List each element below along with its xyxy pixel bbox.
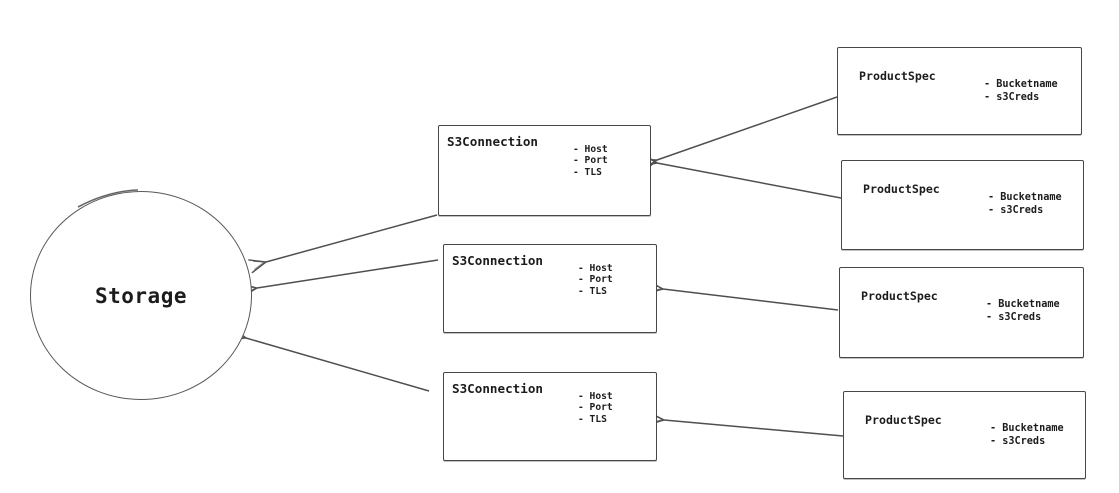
attribute-bucketname: - Bucketname [988, 192, 1062, 203]
s3-connection-node-1: S3Connection - Host - Port - TLS [438, 125, 651, 216]
product-spec-node-1: ProductSpec - Bucketname - s3Creds [837, 47, 1082, 135]
arrow-product-spec-4-to-s3-connection-3 [646, 411, 844, 437]
attribute-host: - Host [573, 144, 608, 155]
arrow-s3-connection-3-to-storage [228, 326, 430, 392]
attribute-s3creds: - s3Creds [984, 92, 1040, 103]
attribute-bucketname: - Bucketname [986, 299, 1060, 310]
storage-node-label: Storage [94, 283, 187, 308]
s3-connection-2-attributes: - Host - Port - TLS [578, 263, 613, 297]
attribute-bucketname: - Bucketname [990, 423, 1064, 434]
attribute-port: - Port [573, 155, 608, 167]
product-spec-node-3: ProductSpec - Bucketname - s3Creds [839, 267, 1084, 358]
attribute-port: - Port [578, 402, 613, 414]
attribute-tls: - TLS [578, 413, 607, 425]
attribute-s3creds: - s3Creds [988, 205, 1044, 216]
product-spec-1-title: ProductSpec [859, 69, 936, 83]
s3-connection-3-attributes: - Host - Port - TLS [578, 391, 613, 425]
product-spec-1-attributes: - Bucketname - s3Creds [984, 78, 1058, 104]
attribute-host: - Host [578, 391, 613, 402]
storage-node: Storage [30, 191, 252, 400]
product-spec-4-attributes: - Bucketname - s3Creds [990, 422, 1064, 448]
product-spec-4-title: ProductSpec [865, 413, 942, 427]
product-spec-3-title: ProductSpec [861, 289, 938, 303]
attribute-bucketname: - Bucketname [984, 79, 1058, 90]
arrow-s3-connection-1-to-storage [248, 214, 438, 274]
product-spec-3-attributes: - Bucketname - s3Creds [986, 298, 1060, 324]
product-spec-node-2: ProductSpec - Bucketname - s3Creds [841, 160, 1084, 250]
product-spec-2-title: ProductSpec [863, 182, 940, 196]
arrow-product-spec-3-to-s3-connection-2 [645, 279, 839, 311]
attribute-tls: - TLS [578, 285, 607, 297]
s3-connection-node-2: S3Connection - Host - Port - TLS [443, 244, 657, 333]
arrow-product-spec-1-to-s3-connection-1 [639, 96, 838, 173]
s3-connection-1-title: S3Connection [447, 134, 538, 149]
arrow-product-spec-2-to-s3-connection-1 [639, 152, 842, 199]
attribute-s3creds: - s3Creds [986, 312, 1042, 323]
attribute-tls: - TLS [573, 166, 602, 178]
attribute-s3creds: - s3Creds [990, 436, 1046, 447]
attribute-host: - Host [578, 263, 613, 274]
s3-connection-1-attributes: - Host - Port - TLS [573, 144, 608, 178]
arrow-s3-connection-2-to-storage [239, 259, 439, 298]
s3-connection-node-3: S3Connection - Host - Port - TLS [443, 372, 657, 461]
product-spec-node-4: ProductSpec - Bucketname - s3Creds [843, 391, 1086, 479]
s3-connection-2-title: S3Connection [452, 253, 543, 268]
attribute-port: - Port [578, 274, 613, 286]
product-spec-2-attributes: - Bucketname - s3Creds [988, 191, 1062, 217]
s3-connection-3-title: S3Connection [452, 381, 543, 396]
